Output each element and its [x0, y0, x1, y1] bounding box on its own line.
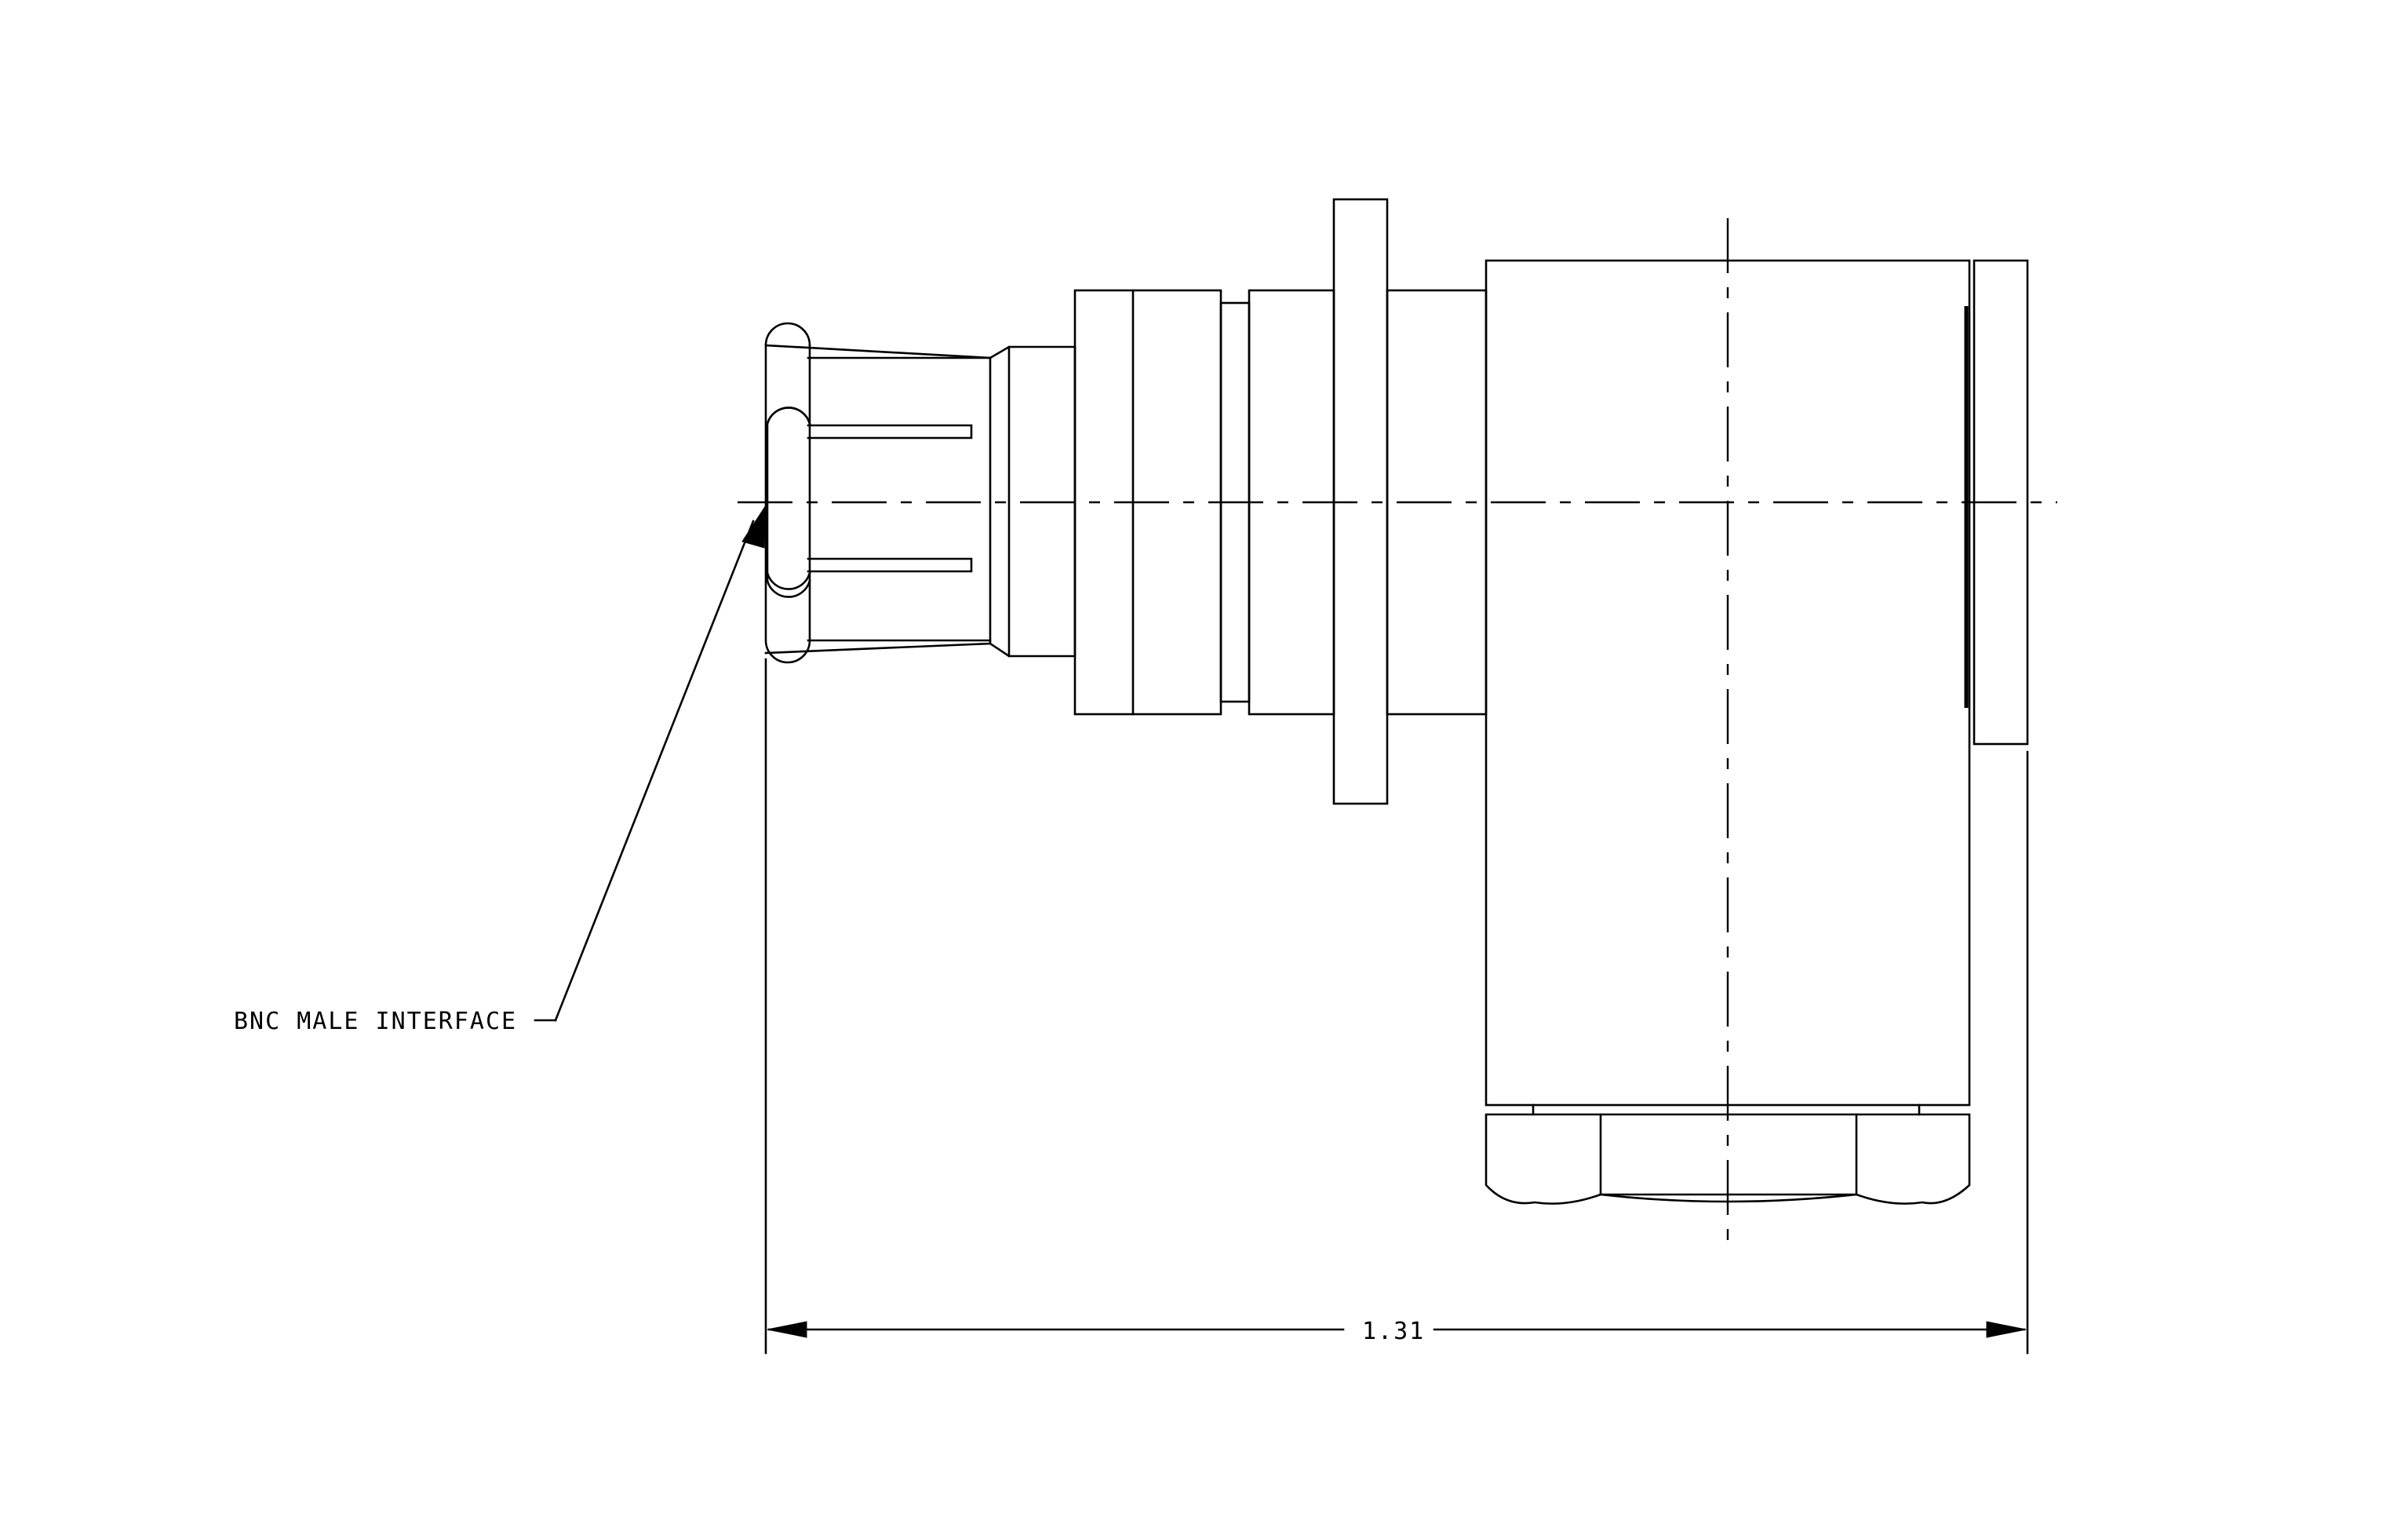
coupling-nut: [1073, 289, 1335, 716]
interface-leader: [534, 504, 767, 1022]
dimension-arrow-right: [1986, 1321, 2027, 1338]
bnc-interface-head: [764, 322, 992, 664]
leader-arrowhead: [741, 504, 767, 549]
dimension-value: 1.31: [1362, 1318, 1425, 1345]
interface-label: BNC MALE INTERFACE: [234, 1008, 517, 1035]
right-angle-housing: [1485, 259, 2029, 1107]
length-dimension: [764, 658, 2029, 1355]
dimension-arrow-left: [767, 1321, 807, 1338]
